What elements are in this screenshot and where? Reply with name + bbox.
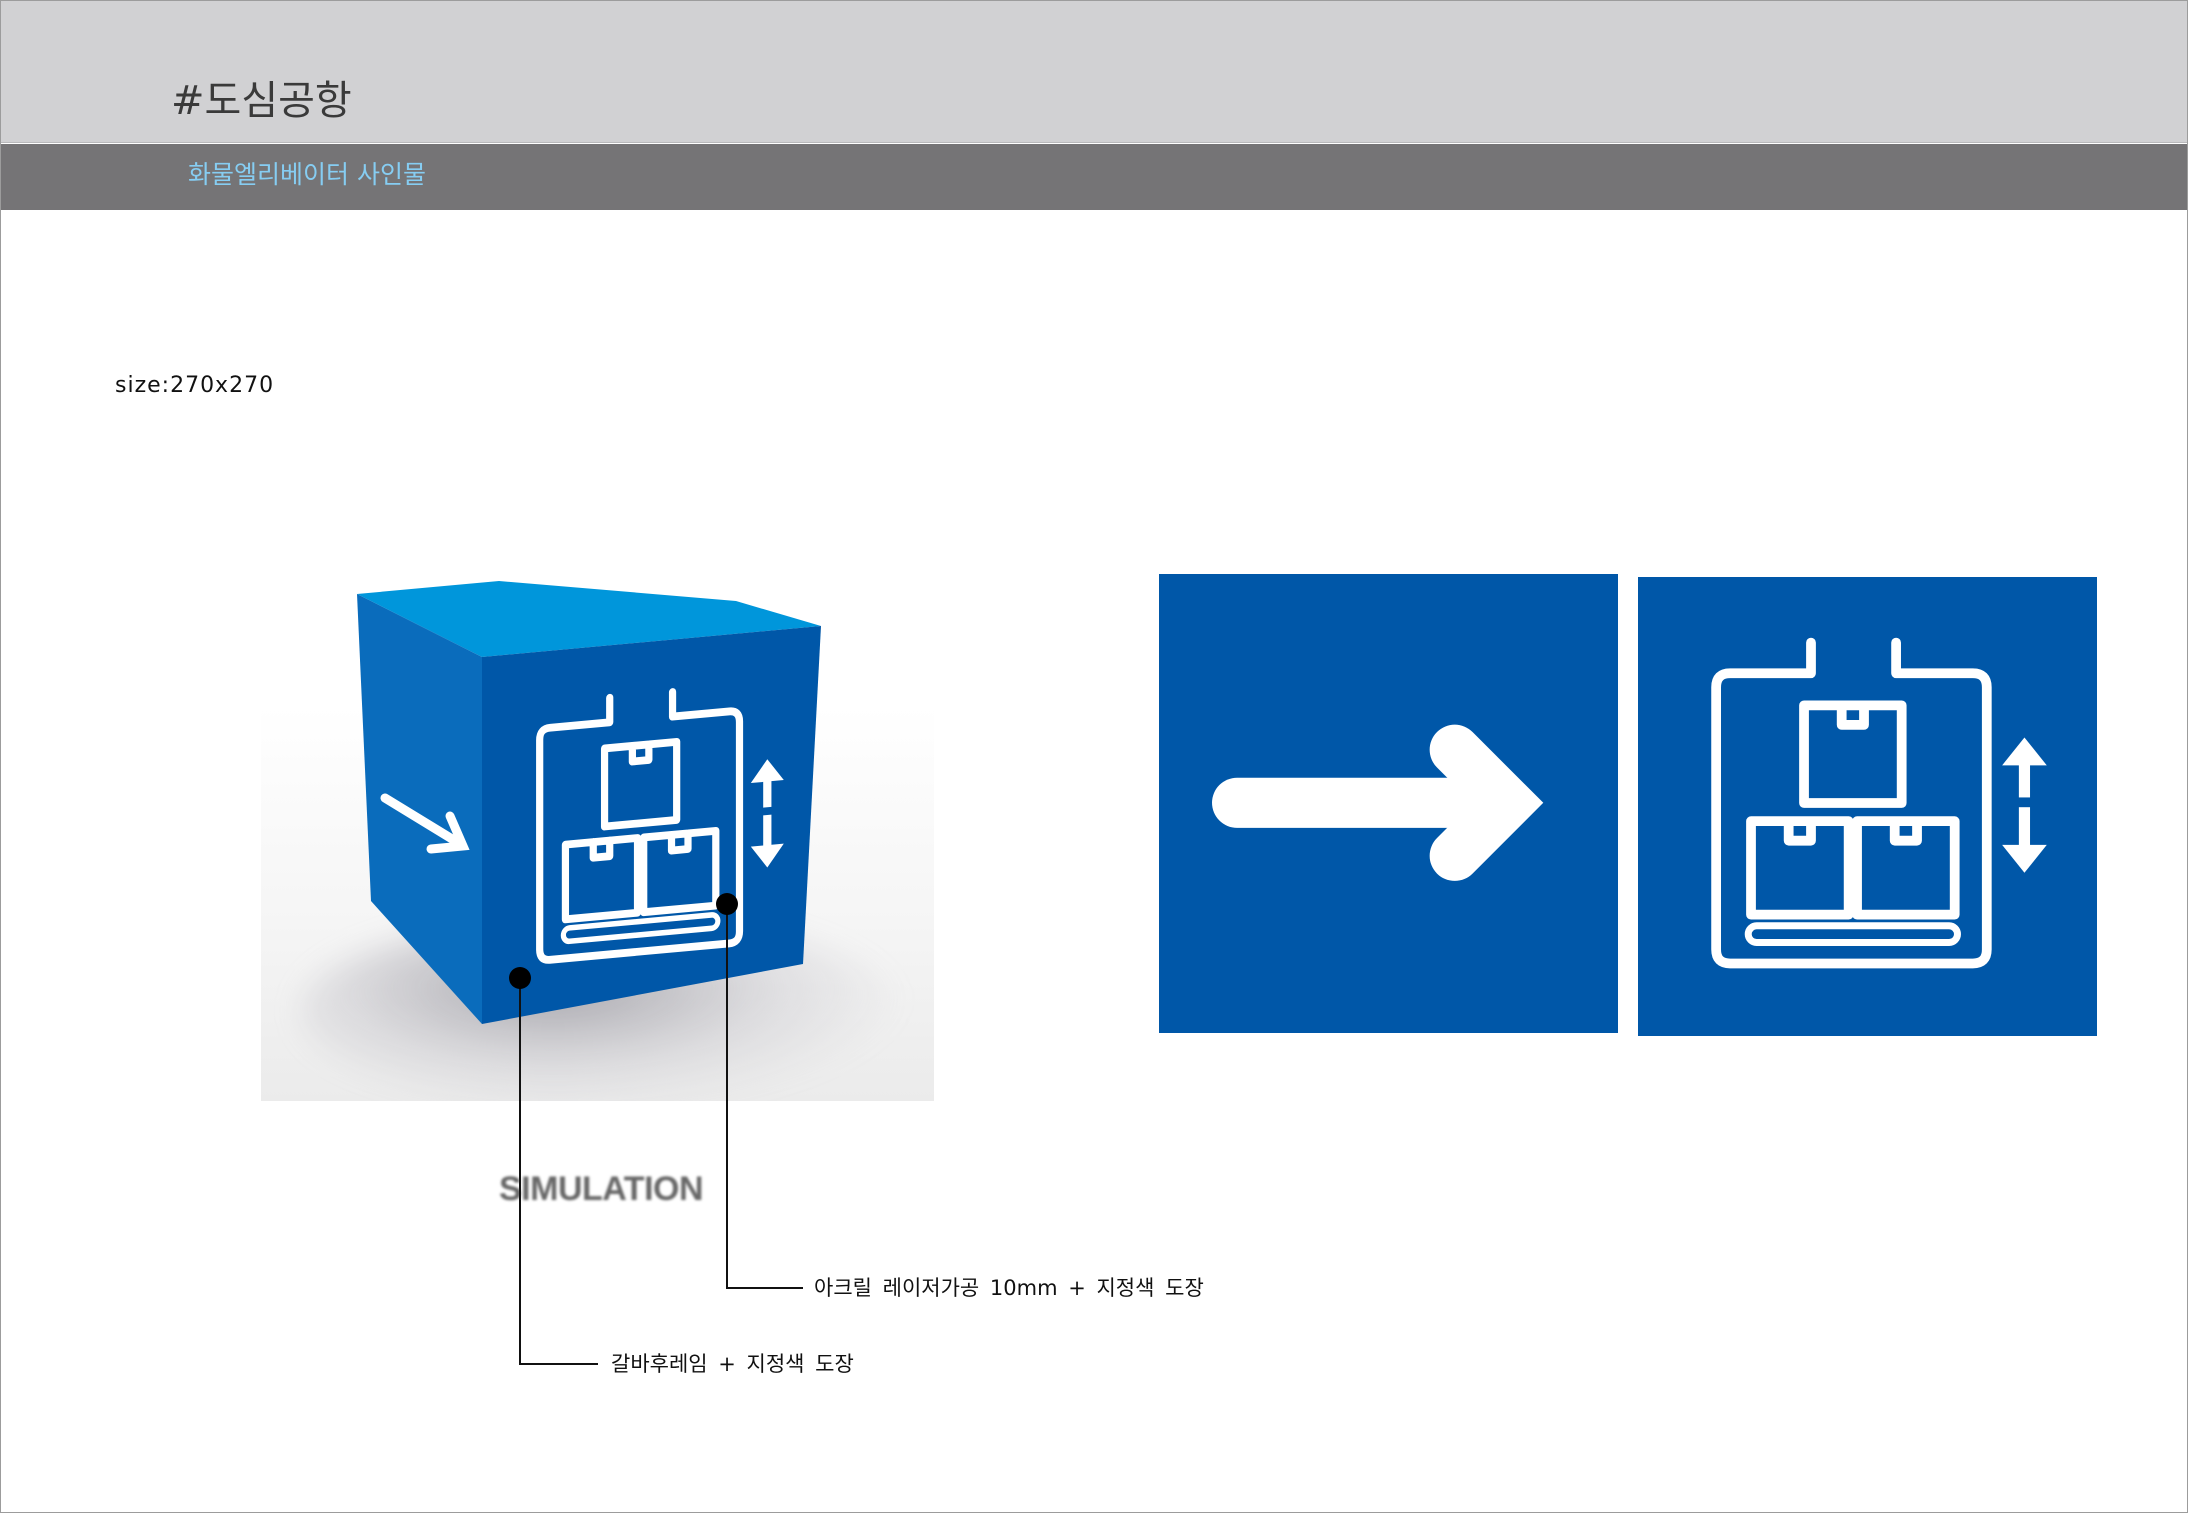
cube-top-face [357, 581, 821, 657]
cargo-box-bottom-right [640, 826, 720, 917]
cargo-elevator-icon [536, 688, 744, 964]
arrow-shaft [380, 793, 462, 847]
sign-panel-elevator [1638, 577, 2097, 1036]
page-title: #도심공항 [171, 78, 352, 124]
cargo-box-bottom-left [561, 834, 642, 924]
elevator-frame [536, 688, 744, 964]
down-arrow [750, 843, 784, 868]
up-arrow-shaft [2018, 763, 2031, 798]
leader-dot-frame [509, 967, 531, 989]
down-arrow-shaft [2018, 807, 2031, 847]
cargo-box-bottom-right [1852, 816, 1960, 920]
up-arrow-shaft [763, 780, 772, 808]
leader-line-acrylic [726, 904, 803, 1289]
cube-left-face [357, 594, 482, 1024]
page-subtitle: 화물엘리베이터 사인물 [188, 160, 426, 189]
up-arrow [750, 759, 784, 784]
cargo-box-bottom-left [1746, 816, 1854, 920]
callout-frame: 갈바후레임 + 지정색 도장 [611, 1352, 854, 1376]
cargo-box-top [1799, 700, 1907, 808]
elevator-platform [1744, 922, 1961, 947]
header-band [1, 1, 2187, 143]
cargo-elevator-icon [1711, 637, 1992, 969]
sign-panel-arrow [1159, 574, 1618, 1033]
down-arrow-shaft [763, 814, 772, 847]
leader-dot-acrylic [716, 893, 738, 915]
up-arrow [2002, 737, 2047, 766]
elevator-platform [560, 912, 721, 945]
right-arrow-icon [380, 793, 470, 854]
right-arrow-icon [1212, 724, 1544, 881]
up-down-arrow-icon [2002, 737, 2047, 873]
subheader-band [1, 144, 2187, 210]
arrow-head [1429, 724, 1544, 881]
simulation-cube [357, 581, 821, 1024]
up-down-arrow-icon [750, 759, 784, 868]
down-arrow [2002, 844, 2047, 873]
arrow-head [426, 811, 470, 854]
simulation-label: SIMULATION [499, 1170, 704, 1208]
cargo-box-top [600, 737, 681, 831]
size-label: size:270x270 [115, 373, 275, 398]
elevator-frame [1711, 637, 1992, 969]
leader-line-frame [519, 978, 598, 1365]
callout-acrylic: 아크릴 레이저가공 10mm + 지정색 도장 [814, 1276, 1204, 1300]
